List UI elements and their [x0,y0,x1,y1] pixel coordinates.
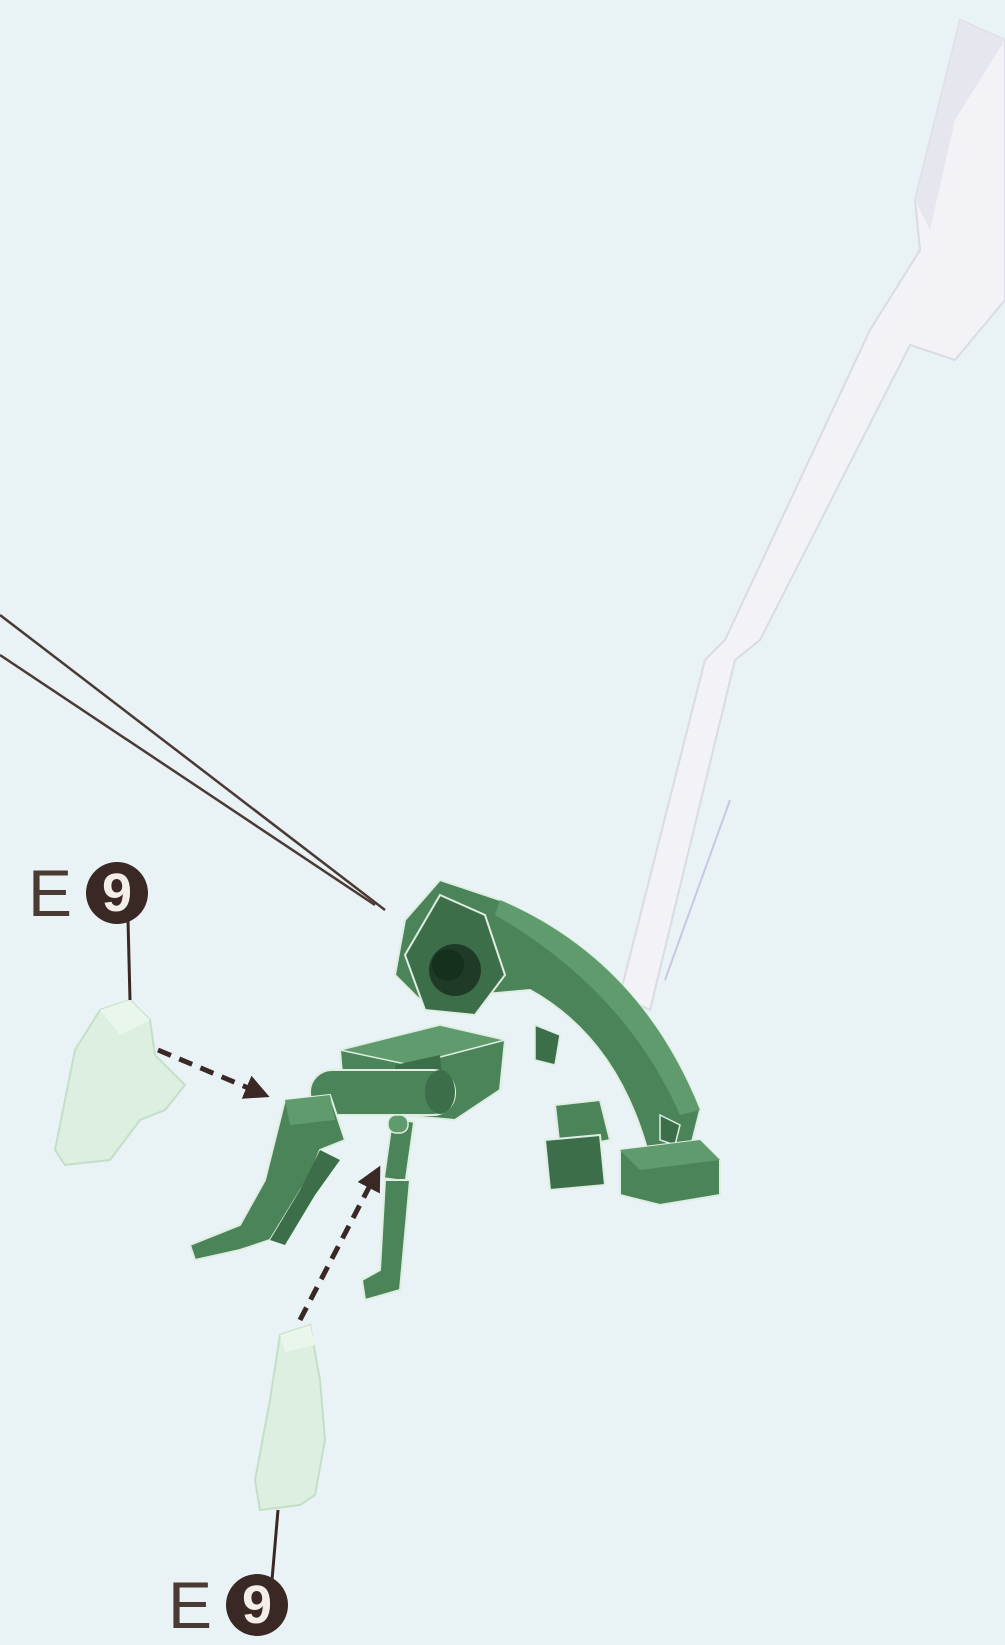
leader-lower [272,1510,278,1580]
sword-blade [620,20,1005,1010]
part-label-upper: E 9 [28,860,148,926]
part-number-badge: 9 [86,862,148,924]
leader-upper [128,920,130,1000]
part-label-lower: E 9 [168,1572,288,1638]
part-number-badge: 9 [226,1574,288,1636]
new-part-lower [255,1325,325,1510]
part-letter: E [28,860,72,926]
new-part-upper [55,1000,185,1165]
part-letter: E [168,1572,212,1638]
